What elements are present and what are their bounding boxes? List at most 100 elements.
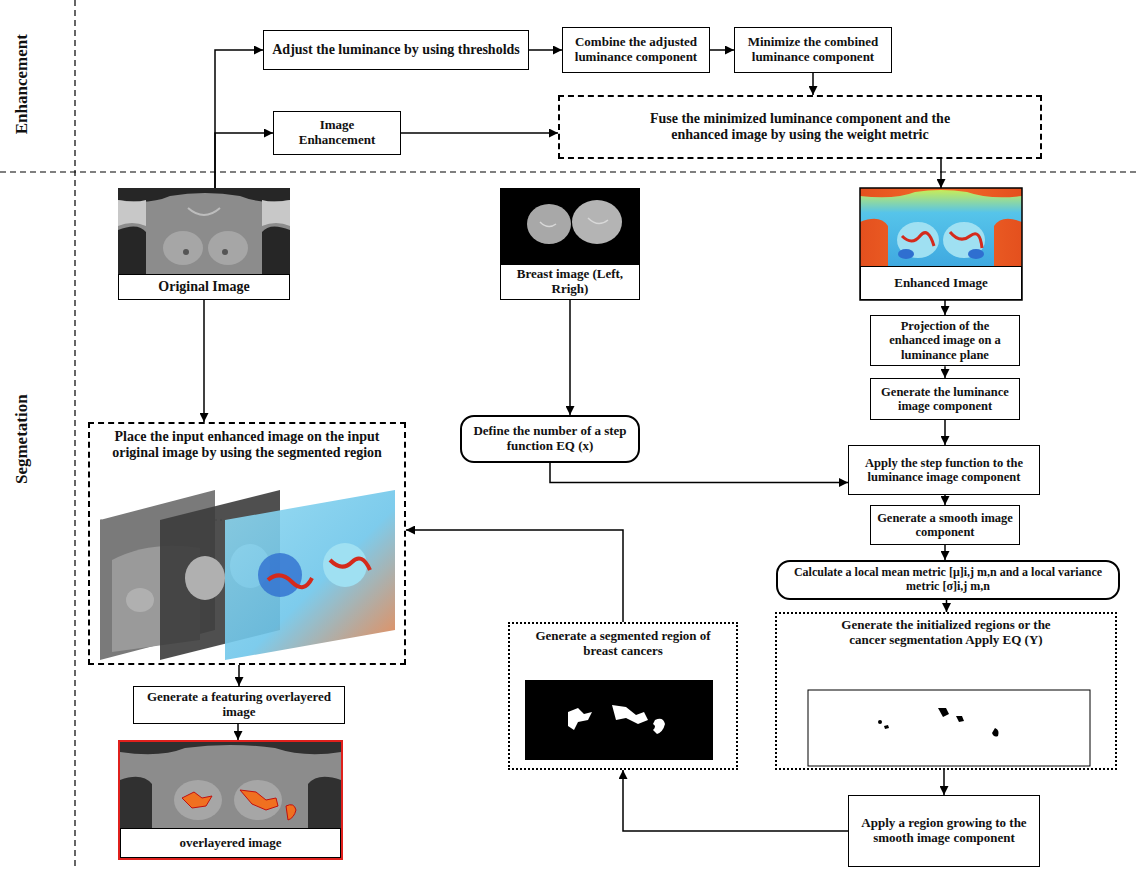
enhanced-thermal-picture [968,249,984,259]
flow-arrow [623,770,848,831]
breast-mask-picture [540,222,556,227]
flow-arrow [215,50,263,188]
output-image-panel: overlayered image [118,740,343,860]
layered-images-picture [225,490,395,660]
node-text: Combine the adjusted luminance component [569,35,703,65]
section-label: Segmetation [12,339,32,539]
node-text: Fuse the minimized luminance component a… [630,111,970,143]
initialized-regions-picture [938,708,949,717]
enhanced-thermal-picture [897,222,939,258]
flow-arrow [710,49,734,51]
node-text: Generate the luminance image component [877,385,1013,414]
image-caption: Enhanced Image [860,266,1022,300]
process-box: Combine the adjusted luminance component [562,27,710,73]
breast-mask-picture [500,188,640,266]
overlay-result-picture [182,792,212,808]
image-panel: Enhanced Image [860,188,1022,300]
node-text: Place the input enhanced image on the in… [100,429,394,461]
node-text: Apply a region growing to the smooth ima… [855,816,1033,846]
process-box: Generate a smooth image component [870,505,1020,545]
node-text: Apply the step function to the luminance… [855,456,1033,485]
node-text: Generate the initialized regions or the … [837,618,1055,648]
flow-arrow [215,133,273,188]
process-box: Image Enhancement [273,111,401,155]
overlay-result-picture [234,780,282,820]
flow-arrow [946,600,948,612]
flow-arrow [569,300,571,415]
enhanced-thermal-picture [860,188,1022,300]
thermal-original-picture [208,231,248,265]
image-caption: Original Image [118,274,290,300]
result-panel: Generate the initialized regions or the … [775,612,1117,770]
initialized-regions-picture [956,716,964,722]
thermal-original-picture [163,231,203,265]
thermal-original-picture [262,200,290,226]
node-text: Generate a segmented region of breast ca… [526,629,720,659]
thermal-original-picture [188,208,220,215]
overlay-result-picture [120,742,341,830]
image-panel: Breast image (Left, Rrigh) [500,188,640,300]
segmented-region-picture [612,705,648,724]
rounded-step-box: Calculate a local mean metric [μ]i,j m,n… [776,560,1120,600]
process-box: Minimize the combined luminance componen… [734,27,892,73]
fusion-box: Fuse the minimized luminance component a… [558,95,1042,159]
overlay-result-picture [120,742,341,830]
flow-arrow [401,132,558,134]
thermal-original-picture [222,249,228,255]
overlay-result-picture [286,805,296,820]
node-text: Calculate a local mean metric [μ]i,j m,n… [784,566,1112,594]
flow-arrow [529,49,562,51]
section-label: Enhancement [12,0,32,184]
enhanced-thermal-picture [860,188,1022,300]
breast-mask-picture [572,200,622,244]
node-text: Adjust the luminance by using thresholds [272,42,520,58]
initialized-regions-picture [884,725,889,729]
flow-arrow [944,366,946,378]
segmented-region-picture [525,680,713,760]
flow-arrow [944,300,946,315]
flow-arrow [940,159,942,188]
breast-mask-picture [527,204,571,244]
segmented-region-picture [568,708,592,730]
process-box: Adjust the luminance by using thresholds [263,30,529,70]
flow-arrow [406,530,623,622]
flow-arrow [812,73,814,95]
node-text: Minimize the combined luminance componen… [741,35,885,65]
flow-arrow [203,300,205,422]
flow-arrow [237,724,239,740]
enhanced-thermal-picture [943,222,985,258]
thermal-original-picture [118,193,290,274]
initialized-regions-picture [878,720,882,724]
flow-arrow [944,495,946,505]
node-text: Define the number of a step function EQ … [468,424,632,454]
overlay-stage-box: Place the input enhanced image on the in… [88,422,406,665]
breast-mask-picture [588,218,608,224]
node-text: Image Enhancement [280,118,394,148]
overlay-result-picture [240,790,278,810]
flow-arrow [944,545,946,560]
process-box: Projection of the enhanced image on a lu… [870,315,1020,366]
result-panel: Generate a segmented region of breast ca… [508,622,738,770]
thermal-original-picture [118,200,146,226]
layered-images-picture [100,490,395,660]
process-box: Apply the step function to the luminance… [848,445,1040,495]
section-divider [0,171,1139,172]
section-divider [74,0,75,870]
process-box: Generate a featuring overlayered image [133,686,345,724]
thermal-original-picture [183,249,189,255]
rounded-step-box: Define the number of a step function EQ … [460,415,640,463]
initialized-regions-picture [992,728,999,737]
image-caption: Breast image (Left, Rrigh) [500,264,640,300]
flow-arrow [238,665,240,686]
overlay-result-picture [174,780,222,820]
segmented-region-picture [525,680,713,760]
initialized-regions-picture [808,690,1090,766]
image-caption: overlayered image [120,828,341,858]
segmented-region-picture [653,719,665,734]
enhanced-thermal-picture [950,232,982,248]
breast-mask-picture [500,188,640,266]
node-text: Projection of the enhanced image on a lu… [877,319,1013,362]
image-panel: Original Image [118,188,290,300]
